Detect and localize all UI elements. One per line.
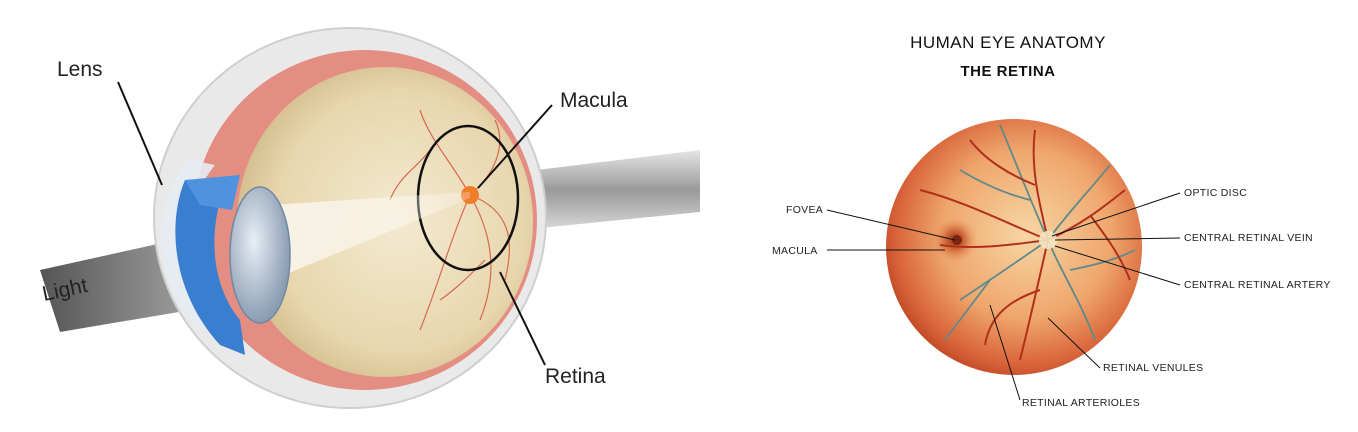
right-leader-lines xyxy=(826,192,1181,401)
label-retinal-venules: RETINAL VENULES xyxy=(1103,362,1203,374)
diagram-title: HUMAN EYE ANATOMY xyxy=(910,33,1106,52)
label-fovea: FOVEA xyxy=(786,204,823,216)
cornea xyxy=(161,160,215,330)
central-artery-leader-line xyxy=(1054,245,1181,286)
light-cone xyxy=(270,192,470,280)
label-central-retinal-artery: CENTRAL RETINAL ARTERY xyxy=(1184,279,1331,291)
optic-disc xyxy=(1039,231,1057,249)
label-macula: Macula xyxy=(560,89,628,112)
fovea-leader-line xyxy=(826,209,956,241)
arterioles-leader-line xyxy=(989,304,1021,401)
fovea-dot xyxy=(952,235,962,245)
label-macula-right: MACULA xyxy=(772,245,818,257)
retinal-arteries xyxy=(919,129,1131,361)
eye-cross-section xyxy=(40,27,700,409)
label-retina: Retina xyxy=(545,365,606,388)
iris xyxy=(175,180,245,355)
retinal-veins xyxy=(944,124,1136,341)
central-vein-leader-line xyxy=(1054,237,1181,241)
fundus-disc xyxy=(886,119,1142,375)
label-retinal-arterioles: RETINAL ARTERIOLES xyxy=(1022,397,1140,409)
venules-leader-line xyxy=(1047,317,1101,369)
label-optic-disc: OPTIC DISC xyxy=(1184,187,1247,199)
macula-leader-line xyxy=(477,104,553,189)
retina-leader-line xyxy=(499,271,546,366)
label-central-retinal-vein: CENTRAL RETINAL VEIN xyxy=(1184,232,1313,244)
lens-leader-line xyxy=(117,81,163,186)
optic-nerve xyxy=(520,150,700,230)
left-leader-lines xyxy=(117,81,553,366)
optic-disc-leader-line xyxy=(1051,192,1181,237)
label-lens: Lens xyxy=(57,58,103,81)
iris-upper xyxy=(185,175,240,210)
lens-body xyxy=(229,186,291,324)
diagram-subtitle: THE RETINA xyxy=(961,63,1056,80)
retina-fundus xyxy=(886,119,1142,375)
